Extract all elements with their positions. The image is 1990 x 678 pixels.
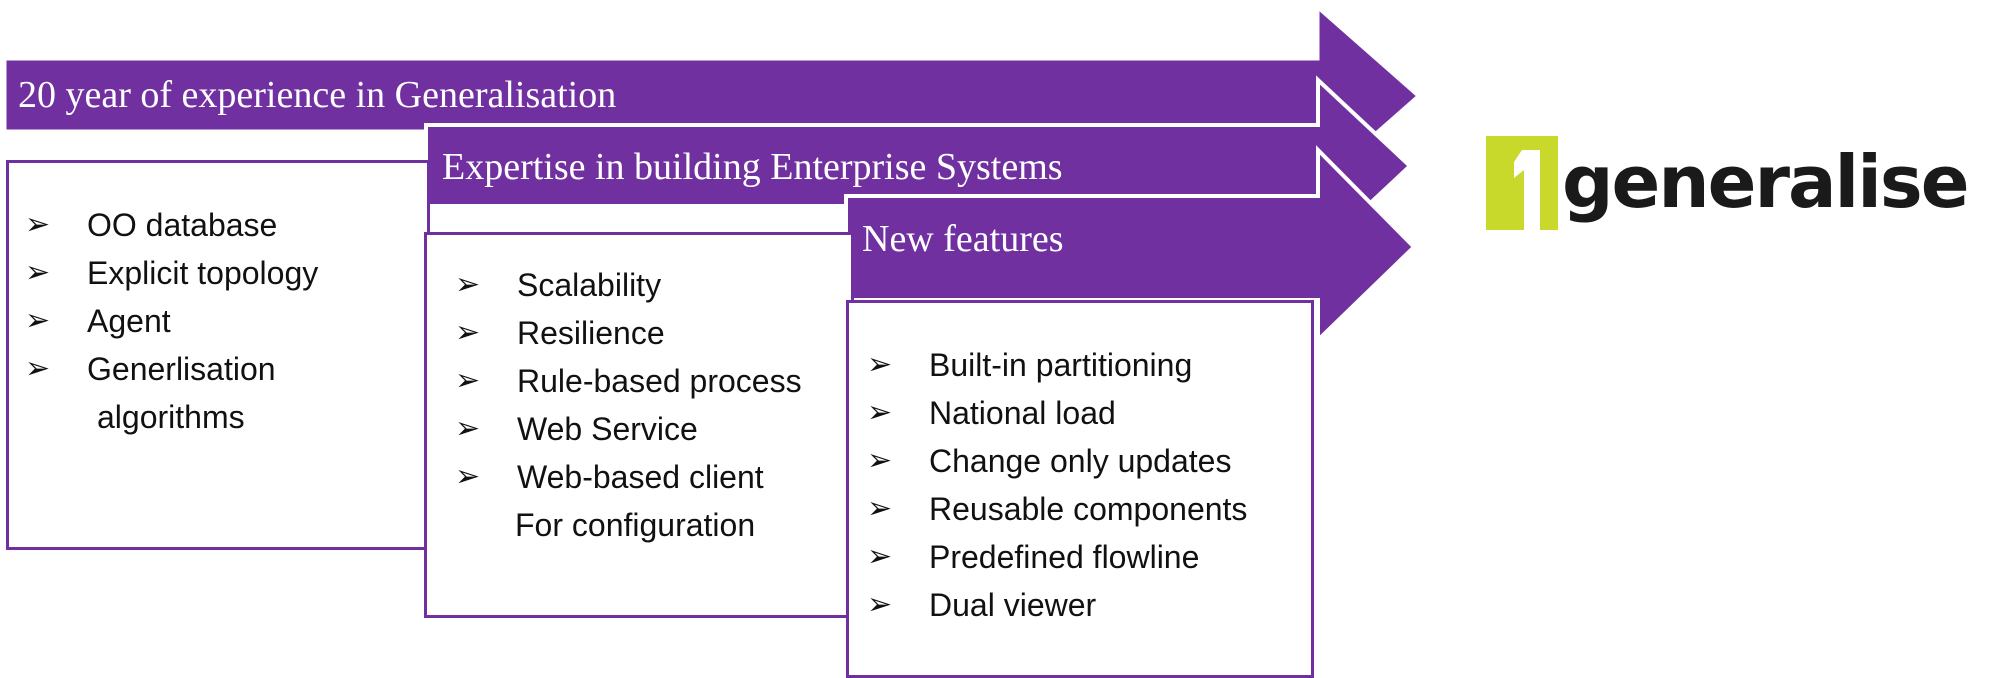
arrow-bullet-icon: ➢ [867,492,893,525]
stage-2-list: ➢Scalability ➢Resilience ➢Rule-based pro… [427,235,851,549]
logo: generalise [1486,128,1976,232]
list-item: ➢Explicit topology [25,249,427,297]
arrow-bullet-icon: ➢ [455,268,481,301]
list-item: ➢Generlisation [25,345,427,393]
arrow-bullet-icon: ➢ [455,412,481,445]
list-item-continuation: For configuration [515,507,756,543]
stage-2-box: ➢Scalability ➢Resilience ➢Rule-based pro… [424,232,854,618]
list-item: ➢Predefined flowline [867,533,1311,581]
stage-1-list: ➢OO database ➢Explicit topology ➢Agent ➢… [9,163,427,441]
list-item: ➢National load [867,389,1311,437]
stage-2-title: Expertise in building Enterprise Systems [442,146,1063,188]
arrow-bullet-icon: ➢ [25,256,51,289]
list-item: ➢Scalability [455,261,851,309]
list-item: ➢Resilience [455,309,851,357]
arrow-bullet-icon: ➢ [867,588,893,621]
arrow-bullet-icon: ➢ [867,444,893,477]
stage-3-title: New features [862,218,1064,260]
list-item: ➢Web-based client [455,453,851,501]
arrow-bullet-icon: ➢ [867,540,893,573]
list-item: ➢Web Service [455,405,851,453]
arrow-bullet-icon: ➢ [455,364,481,397]
arrow-bullet-icon: ➢ [25,352,51,385]
list-item: ➢Dual viewer [867,581,1311,629]
list-item: ➢Change only updates [867,437,1311,485]
arrow-bullet-icon: ➢ [867,396,893,429]
list-item: ➢Reusable components [867,485,1311,533]
logo-text: generalise [1562,140,1970,224]
list-item: ➢Built-in partitioning [867,341,1311,389]
arrow-bullet-icon: ➢ [25,304,51,337]
stage-3-box: ➢Built-in partitioning ➢National load ➢C… [846,300,1314,678]
stage-3-list: ➢Built-in partitioning ➢National load ➢C… [849,303,1311,629]
arrow-bullet-icon: ➢ [867,348,893,381]
stage-1-box: ➢OO database ➢Explicit topology ➢Agent ➢… [6,160,430,550]
list-item: ➢OO database [25,201,427,249]
list-item-continuation: algorithms [97,399,245,435]
arrow-bullet-icon: ➢ [455,460,481,493]
stage-1-title: 20 year of experience in Generalisation [18,74,617,116]
arrow-bullet-icon: ➢ [455,316,481,349]
list-item: ➢Rule-based process [455,357,851,405]
one-icon [1486,136,1558,230]
list-item: ➢Agent [25,297,427,345]
arrow-bullet-icon: ➢ [25,208,51,241]
